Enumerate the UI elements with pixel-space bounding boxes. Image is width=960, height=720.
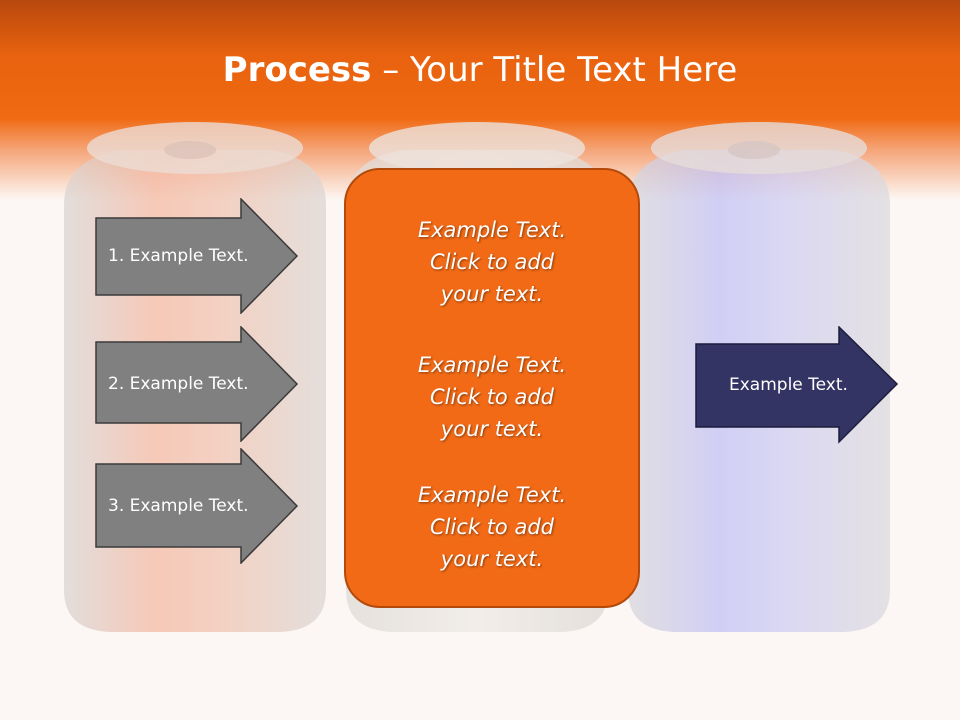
arrow-right-icon: [695, 326, 899, 444]
step-arrow-3[interactable]: 3. Example Text.: [95, 448, 299, 564]
result-arrow-label: Example Text.: [729, 375, 848, 395]
step-arrow-label: 1. Example Text.: [108, 246, 249, 266]
arrow-right-icon: [95, 326, 299, 442]
center-text-block-3: Example Text. Click to add your text.: [346, 479, 638, 575]
slide-title: Process – Your Title Text Here: [0, 50, 960, 90]
center-text-block-1: Example Text. Click to add your text.: [346, 214, 638, 310]
step-arrow-2[interactable]: 2. Example Text.: [95, 326, 299, 442]
text-line: Click to add: [429, 250, 554, 274]
arrow-right-icon: [95, 198, 299, 314]
text-line: Example Text.: [417, 483, 567, 507]
step-arrow-1[interactable]: 1. Example Text.: [95, 198, 299, 314]
step-arrow-label: 3. Example Text.: [108, 496, 249, 516]
title-bold: Process: [222, 50, 372, 90]
title-rest: Your Title Text Here: [410, 50, 738, 90]
text-line: Click to add: [429, 385, 554, 409]
title-dash: –: [371, 50, 411, 90]
text-line: your text.: [440, 417, 544, 441]
result-arrow[interactable]: Example Text.: [695, 326, 899, 444]
step-arrow-label: 2. Example Text.: [108, 374, 249, 394]
text-line: Example Text.: [417, 353, 567, 377]
text-line: your text.: [440, 547, 544, 571]
text-line: Click to add: [429, 515, 554, 539]
center-text-box[interactable]: Example Text. Click to add your text. Ex…: [344, 168, 640, 608]
center-text-block-2: Example Text. Click to add your text.: [346, 349, 638, 445]
arrow-right-icon: [95, 448, 299, 564]
text-line: your text.: [440, 282, 544, 306]
text-line: Example Text.: [417, 218, 567, 242]
